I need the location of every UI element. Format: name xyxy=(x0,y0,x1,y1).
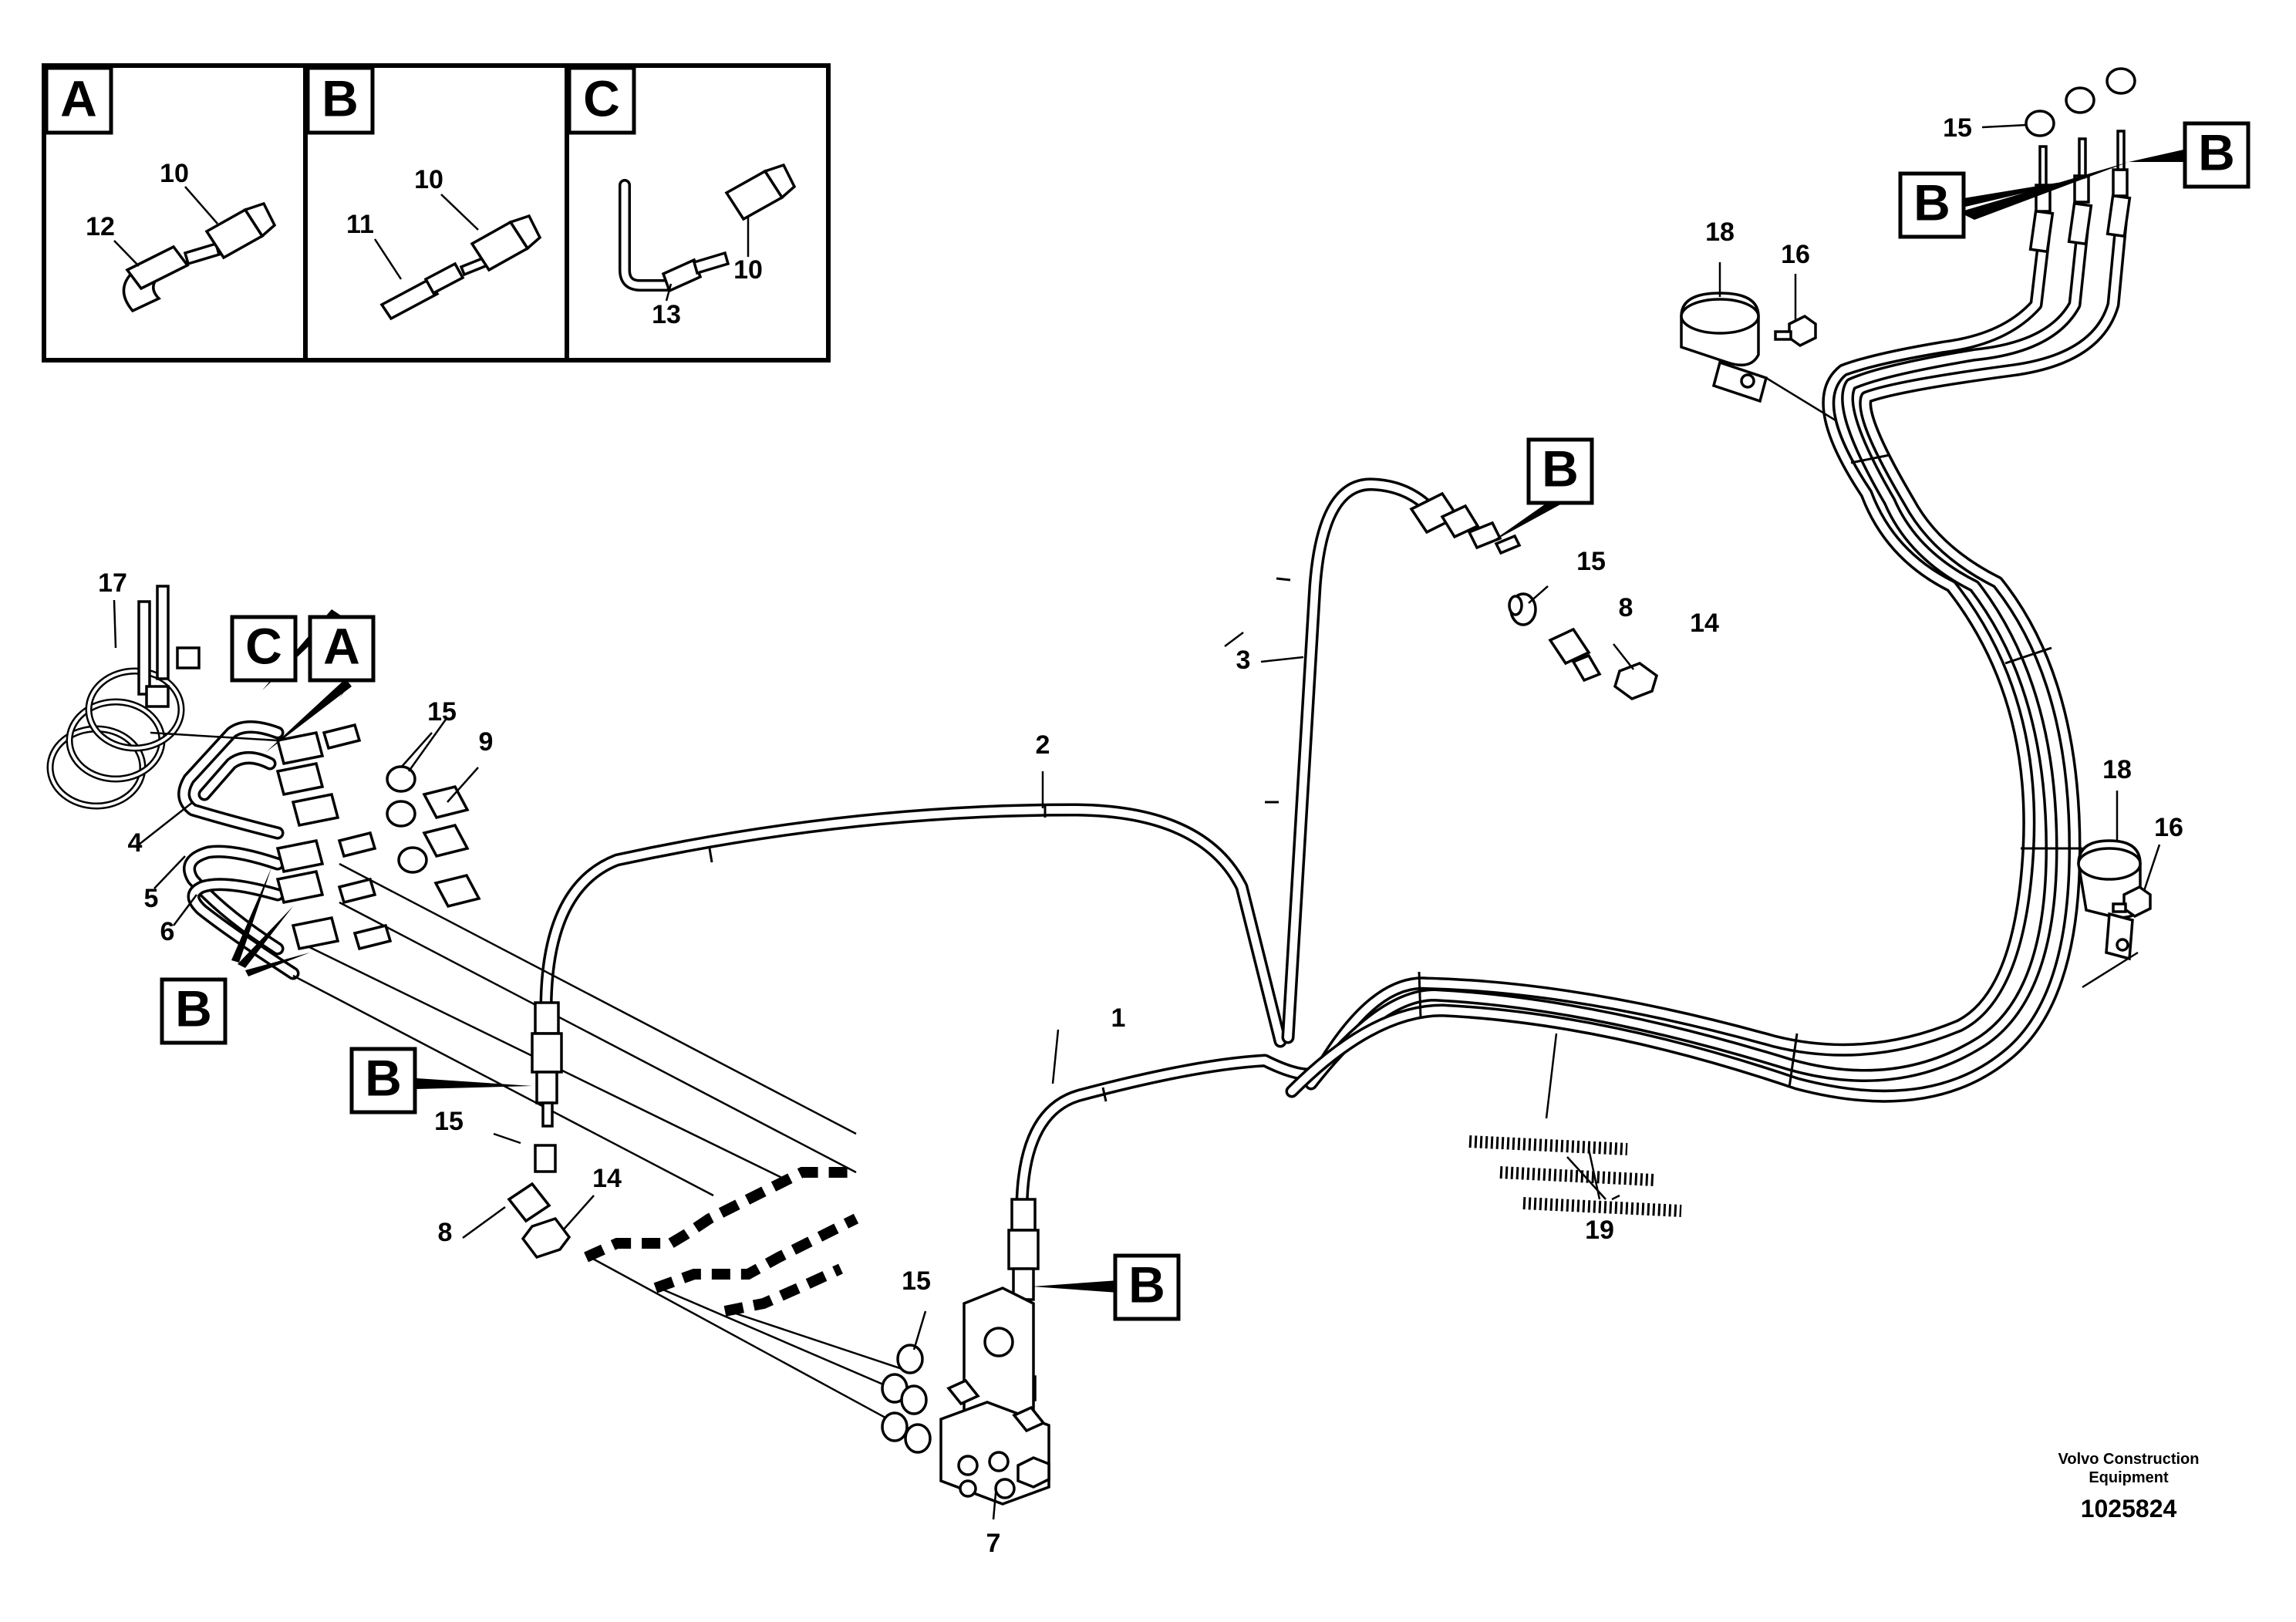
svg-text:C: C xyxy=(245,617,282,674)
svg-text:B: B xyxy=(1542,440,1579,497)
panel-a-callout-10: 10 xyxy=(160,159,189,188)
continuation-lines xyxy=(292,862,915,1428)
svg-text:B: B xyxy=(2198,123,2235,180)
callout-9: 9 xyxy=(479,727,494,757)
callout-7: 7 xyxy=(986,1529,1001,1558)
callout-4: 4 xyxy=(128,828,143,858)
hose-3-coupling xyxy=(1409,491,1522,555)
callout-19: 19 xyxy=(1585,1216,1614,1245)
callout-16-right: 16 xyxy=(2154,813,2183,842)
spring-guards xyxy=(1468,1135,1682,1217)
bolt-icon xyxy=(1774,314,1817,348)
tag-b-valve-left: B xyxy=(349,1047,417,1114)
callout-8-left: 8 xyxy=(438,1218,453,1247)
svg-text:B: B xyxy=(1913,174,1950,231)
callout-15-lower: 15 xyxy=(434,1107,464,1136)
hose-2 xyxy=(539,803,1287,1048)
hoses xyxy=(177,217,2128,1210)
detail-panels: A 10 12 B xyxy=(42,63,831,363)
nut-fitting-icon xyxy=(204,201,277,260)
svg-text:B: B xyxy=(365,1049,402,1106)
fittings xyxy=(46,67,2152,1506)
elbow-fitting-icon xyxy=(122,241,221,313)
elbow-adapter-icon xyxy=(1548,627,1602,683)
callout-15-top: 15 xyxy=(1943,113,1972,143)
hose-segment-ticks xyxy=(708,454,2082,1102)
callout-14-center: 14 xyxy=(1690,609,1719,638)
valve-block xyxy=(881,1286,1050,1506)
nut-fitting-icon xyxy=(724,163,797,221)
detail-panel-b: B 10 11 xyxy=(305,66,542,321)
svg-text:B: B xyxy=(1128,1256,1165,1313)
callout-17: 17 xyxy=(98,568,127,598)
bent-tube-icon xyxy=(619,179,730,293)
callout-6: 6 xyxy=(160,917,175,946)
tag-a-left: A xyxy=(308,615,376,683)
panel-c-letter: C xyxy=(583,69,620,126)
callout-18-top: 18 xyxy=(1705,218,1735,247)
company-name-line2: Equipment xyxy=(2089,1469,2169,1486)
tag-b-left-bottom: B xyxy=(160,977,228,1045)
panel-b-callout-10: 10 xyxy=(414,165,443,194)
leader-lines xyxy=(113,123,2161,1520)
footer: Volvo Construction Equipment 1025824 xyxy=(2058,1451,2200,1523)
drawing-number: 1025824 xyxy=(2081,1495,2177,1523)
callout-18-right: 18 xyxy=(2102,755,2132,784)
callout-5: 5 xyxy=(144,884,159,913)
tag-b-center-top: B xyxy=(1526,437,1594,505)
panel-c-callout-13: 13 xyxy=(652,300,681,329)
callout-8-center: 8 xyxy=(1619,593,1633,622)
bolt-icon xyxy=(2112,885,2152,919)
tag-c-left: C xyxy=(230,615,298,683)
svg-text:B: B xyxy=(175,980,212,1037)
panel-b-callout-11: 11 xyxy=(346,210,374,239)
panel-b-letter: B xyxy=(322,69,359,126)
left-couplings xyxy=(275,723,481,951)
detail-panel-c: C 10 13 xyxy=(567,66,797,329)
tag-b-valve-right: B xyxy=(1113,1253,1181,1321)
tag-b-top-right-2: B xyxy=(1898,171,1966,239)
cable-tie-clamps xyxy=(46,585,201,810)
nut-fitting-icon xyxy=(470,214,542,272)
tag-b-top-right-1: B xyxy=(2183,121,2250,189)
company-name-line1: Volvo Construction xyxy=(2058,1451,2200,1468)
hose-3 xyxy=(1281,477,1443,1044)
callout-2: 2 xyxy=(1036,730,1050,760)
svg-text:A: A xyxy=(323,617,360,674)
top-right-couplings xyxy=(2025,67,2136,254)
callout-1: 1 xyxy=(1111,1003,1126,1033)
panel-a-callout-12: 12 xyxy=(86,212,115,241)
callout-14-left: 14 xyxy=(592,1164,622,1193)
cap-icon xyxy=(1508,592,1537,626)
detail-panel-a: A 10 12 xyxy=(44,66,277,313)
callout-15-center: 15 xyxy=(1576,547,1606,576)
callout-15-valve: 15 xyxy=(902,1266,931,1296)
panel-c-callout-10: 10 xyxy=(733,255,763,285)
hose-2-coupling xyxy=(507,1001,571,1259)
callout-16-top: 16 xyxy=(1781,240,1810,269)
panel-a-letter: A xyxy=(60,69,97,126)
section-tags: B B B C A B B B xyxy=(160,121,2250,1321)
callout-3: 3 xyxy=(1236,646,1251,675)
callout-15-left: 15 xyxy=(427,697,457,727)
p-clamp-top xyxy=(1680,292,1768,403)
hex-nut-icon xyxy=(1613,662,1659,700)
callout-numbers: 1 2 3 4 5 6 7 8 8 9 14 14 15 15 15 15 15… xyxy=(98,113,2183,1558)
